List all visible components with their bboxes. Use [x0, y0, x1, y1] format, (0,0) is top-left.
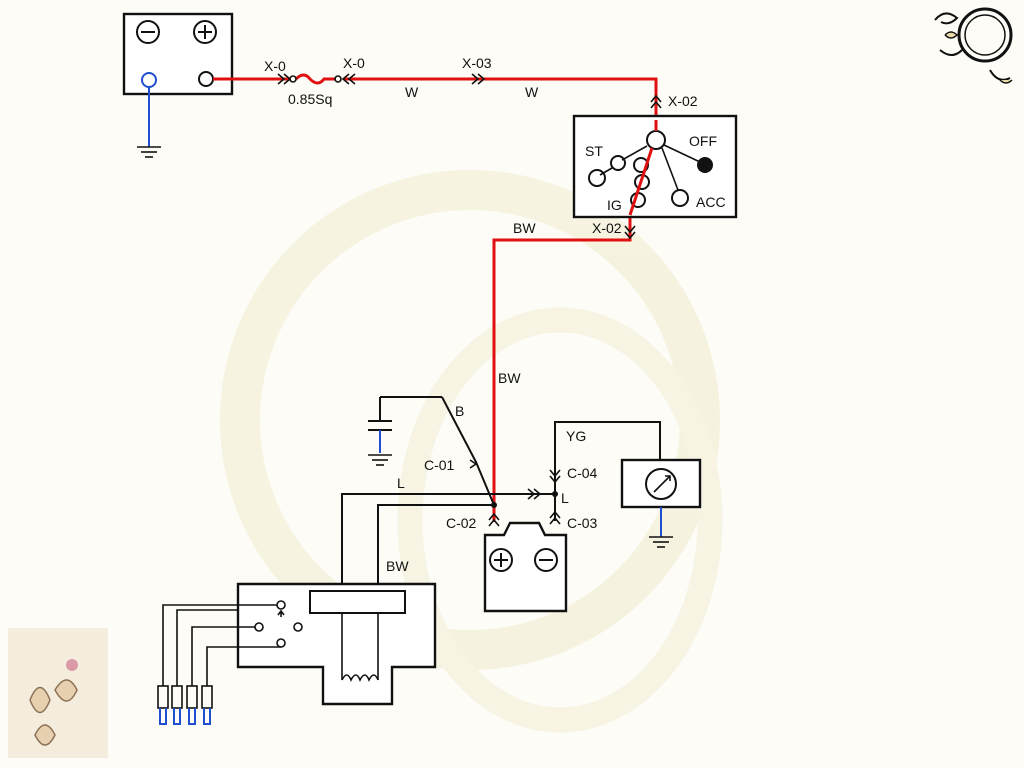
connector-c04 — [549, 469, 561, 484]
battery-negative-terminal — [141, 72, 157, 88]
connector-x0-left — [277, 73, 297, 85]
wire-b — [441, 396, 495, 506]
hot-wire-through-switch — [628, 120, 658, 216]
battery-positive-terminal — [198, 71, 214, 87]
regulator-leads — [162, 604, 281, 686]
corner-flowers-bottom-left — [8, 628, 108, 758]
regulator-relay — [309, 590, 406, 614]
battery-ground-icon — [137, 87, 161, 158]
switch-label-off: OFF — [689, 133, 717, 149]
label-bw-top: BW — [513, 220, 536, 236]
label-wire-w-1: W — [405, 84, 419, 100]
regulator — [236, 582, 437, 706]
capacitor — [368, 396, 442, 466]
wire-yg — [554, 421, 661, 494]
battery-negative-icon — [136, 20, 160, 44]
battery — [122, 12, 234, 96]
label-x03: X-03 — [462, 55, 492, 71]
alternator-box — [483, 521, 568, 613]
wire-l — [341, 493, 555, 584]
battery-box — [122, 12, 234, 96]
alternator — [483, 521, 568, 613]
label-bw-low: BW — [386, 558, 409, 574]
connector-l — [527, 488, 542, 500]
switch-label-acc: ACC — [696, 194, 726, 210]
connector-x03 — [471, 73, 486, 85]
off-terminal-icon — [697, 157, 713, 173]
connector-x02-bottom — [624, 225, 636, 240]
label-c01: C-01 — [424, 457, 455, 473]
acc-terminal-icon — [671, 189, 689, 207]
coil-icon — [341, 674, 379, 682]
gauge-ground-icon — [649, 507, 673, 548]
corner-ornament-top-right — [934, 7, 1013, 84]
label-wire-l: L — [397, 475, 405, 491]
label-x02-top: X-02 — [668, 93, 698, 109]
fusible-link-icon — [294, 73, 336, 85]
st-terminal-icon — [588, 169, 606, 187]
label-x02-bottom: X-02 — [592, 220, 622, 236]
connector-x0-right — [334, 73, 356, 85]
connector-c03 — [549, 510, 561, 525]
background-decoration — [220, 170, 723, 733]
connector-pins — [157, 685, 213, 725]
connector-c01 — [469, 459, 478, 469]
label-c02: C-02 — [446, 515, 477, 531]
label-c03: C-03 — [567, 515, 598, 531]
label-x0-left: X-0 — [264, 58, 286, 74]
switch-label-st: ST — [585, 143, 603, 159]
label-node-l: L — [561, 490, 569, 506]
label-bw-mid: BW — [498, 370, 521, 386]
label-x0-right: X-0 — [343, 55, 365, 71]
connector-x02-top — [650, 94, 662, 109]
switch-label-ig: IG — [607, 197, 622, 213]
charge-gauge — [620, 458, 702, 509]
battery-positive-icon — [193, 20, 217, 44]
label-fusible-link: 0.85Sq — [288, 91, 332, 107]
connector-c02 — [488, 512, 500, 527]
alternator-negative-icon — [534, 548, 558, 572]
gauge-meter-icon — [645, 468, 677, 500]
label-c04: C-04 — [567, 465, 598, 481]
ignition-switch: ST OFF IG ACC — [572, 114, 738, 219]
wire-bw-low — [377, 504, 494, 590]
label-wire-w-2: W — [525, 84, 539, 100]
label-wire-b: B — [455, 403, 464, 419]
label-wire-yg: YG — [566, 428, 586, 444]
